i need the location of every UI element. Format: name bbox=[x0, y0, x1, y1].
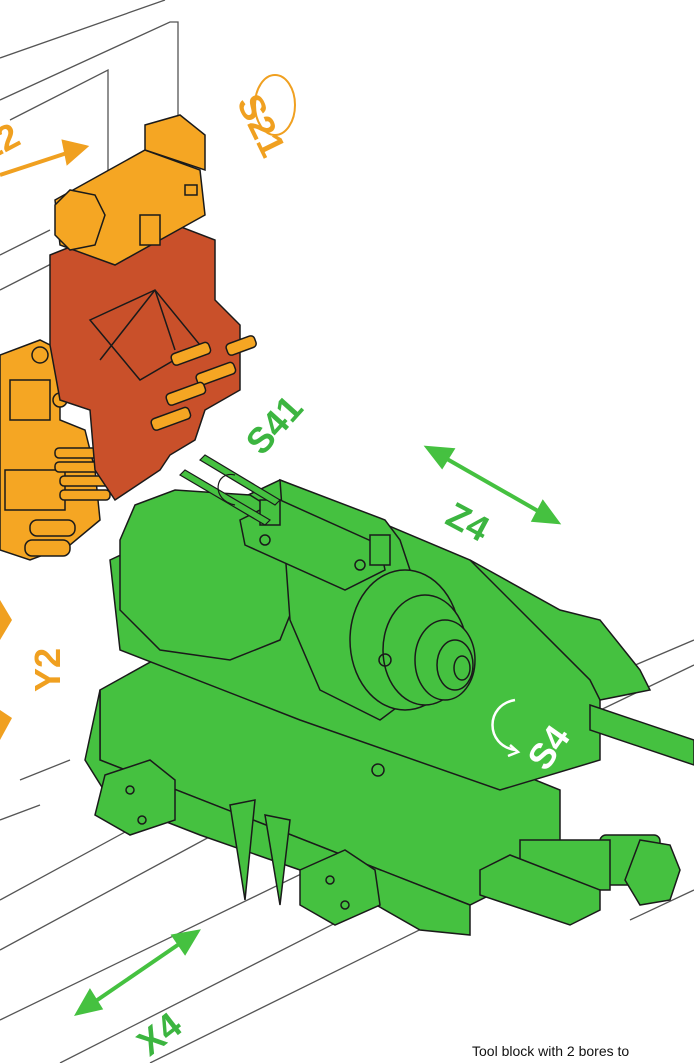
label-y2: Y2 bbox=[27, 648, 68, 692]
arrow-z2-icon bbox=[0, 139, 90, 177]
drill-bits bbox=[179, 454, 281, 526]
label-s21: S21 bbox=[229, 88, 294, 164]
label-s41: S41 bbox=[237, 387, 310, 462]
tool-holder bbox=[49, 214, 257, 502]
arrow-y2-icon bbox=[0, 600, 12, 740]
spindle-motor-s21 bbox=[54, 114, 206, 266]
rotation-s21-icon bbox=[254, 74, 296, 136]
caption-text: Tool block with 2 bores to bbox=[472, 1043, 630, 1059]
label-x4: X4 bbox=[129, 1004, 189, 1063]
arrow-z4-icon bbox=[423, 445, 562, 525]
arrow-x4-icon bbox=[74, 929, 201, 1016]
headstock-slide bbox=[84, 478, 694, 936]
label-z4: Z4 bbox=[440, 494, 496, 550]
label-z2: Z2 bbox=[0, 114, 26, 170]
rotation-s4-icon bbox=[491, 698, 521, 758]
